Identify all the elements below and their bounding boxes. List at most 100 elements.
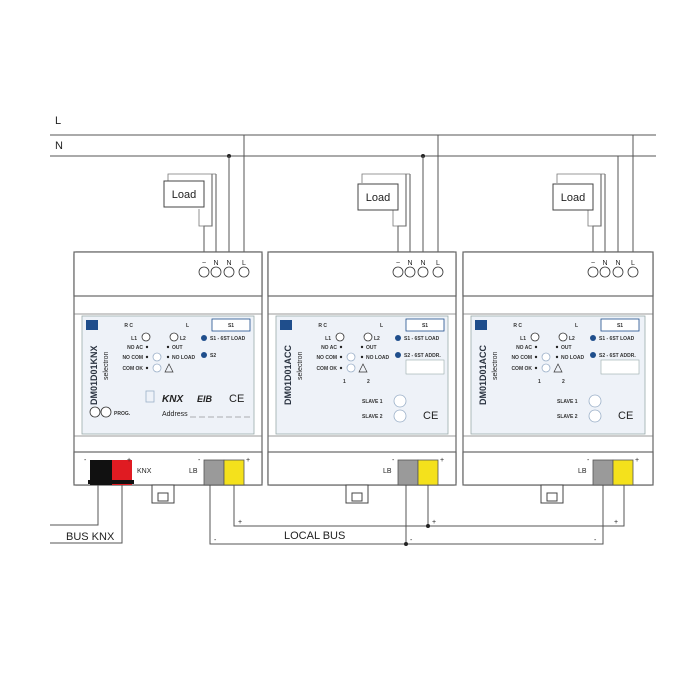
load-label-1: Load	[172, 189, 196, 201]
warning-icon	[553, 363, 563, 373]
terminal-label-3a: ~	[591, 260, 595, 267]
mains-lines: L N	[50, 115, 656, 158]
lb-connector-grey	[203, 459, 225, 486]
terminal-label-2c: N	[420, 260, 425, 267]
load-wire-top-1	[167, 173, 216, 183]
s2-info-box	[405, 359, 445, 375]
knx-terminal-label: KNX	[137, 468, 152, 475]
screw-terminal	[223, 266, 235, 278]
s1-selector	[405, 318, 445, 332]
terminal-label-1d: L	[242, 260, 246, 267]
svg-text:S2 - 6ST ADDR.: S2 - 6ST ADDR.	[404, 353, 441, 359]
lb-connector-yellow	[612, 459, 634, 486]
s1-knob-icon	[201, 335, 207, 341]
lb-terminal-label-3: LB	[578, 468, 587, 475]
s1-text: S1 - 6ST LOAD	[210, 336, 246, 342]
svg-text:+: +	[635, 457, 639, 464]
screw-terminal	[587, 266, 599, 278]
svg-text:2: 2	[367, 379, 370, 385]
svg-text:+: +	[238, 519, 242, 526]
line-n-label: N	[55, 140, 63, 152]
prog-button[interactable]	[100, 406, 112, 418]
screw-terminal	[392, 266, 404, 278]
drop-load-1	[203, 174, 213, 262]
s2-knob-icon	[201, 352, 207, 358]
ce-mark: CE	[618, 410, 633, 422]
load-wire-top-2	[361, 173, 410, 183]
svg-text:-: -	[392, 457, 395, 464]
lb-connector-yellow	[223, 459, 245, 486]
lb-connector-yellow	[417, 459, 439, 486]
lb-connector-grey	[592, 459, 614, 486]
drop-load-2	[397, 174, 407, 262]
svg-text:L2: L2	[374, 336, 380, 342]
local-bus-label: LOCAL BUS	[284, 530, 345, 542]
svg-text:S2 - 6ST ADDR.: S2 - 6ST ADDR.	[599, 353, 636, 359]
label-no-load: NO LOAD	[172, 355, 195, 361]
svg-text:NO COM: NO COM	[316, 355, 337, 361]
svg-text:R C: R C	[318, 323, 327, 329]
bus-knx-label: BUS KNX	[66, 531, 115, 543]
terminal-label-2b: N	[407, 260, 412, 267]
svg-text:L2: L2	[569, 336, 575, 342]
module-1-brand: selectron	[103, 351, 110, 380]
svg-text:+: +	[440, 457, 444, 464]
load-wire-top-3	[556, 173, 605, 183]
led-l1	[530, 332, 540, 342]
terminal-label-3b: N	[602, 260, 607, 267]
label-out: OUT	[172, 345, 183, 351]
load-boxes: Load Load Load	[163, 180, 594, 211]
svg-text:OUT: OUT	[561, 345, 572, 351]
led-l2	[169, 332, 179, 342]
load-box-3	[552, 183, 594, 211]
svg-text:L: L	[575, 323, 578, 329]
terminal-label-1b: N	[213, 260, 218, 267]
s2-label: S2	[210, 353, 216, 359]
warning-icon	[358, 363, 368, 373]
svg-text:-: -	[594, 537, 597, 544]
module-acc-1: ~ N N L DM01D01ACC selectron R C L L1 L2…	[267, 251, 457, 504]
brand-logo-icon	[86, 320, 98, 330]
label-rc: R C	[124, 323, 133, 329]
terminal-label-2a: ~	[396, 260, 400, 267]
terminal-label-1c: N	[226, 260, 231, 267]
screw-terminal	[627, 266, 639, 278]
screw-terminal	[198, 266, 210, 278]
svg-text:NO LOAD: NO LOAD	[561, 355, 584, 361]
local-bus-plus-wire	[233, 485, 625, 527]
knx-connector-black	[90, 460, 112, 485]
slave1-label: SLAVE 1	[557, 399, 578, 405]
label-l2: L2	[180, 336, 186, 342]
led-status	[541, 352, 551, 362]
svg-text:-: -	[198, 457, 201, 464]
drop-load-3	[592, 174, 602, 262]
led-l1	[335, 332, 345, 342]
svg-text:NO AC: NO AC	[516, 345, 532, 351]
s1-knob-icon	[590, 335, 596, 341]
svg-text:NO LOAD: NO LOAD	[366, 355, 389, 361]
led-l2	[558, 332, 568, 342]
svg-text:1: 1	[343, 379, 346, 385]
screw-terminal	[612, 266, 624, 278]
led-status	[541, 363, 551, 373]
label-l: L	[186, 323, 189, 329]
bus-knx-plus-wire	[50, 485, 123, 544]
module-3-front-panel	[470, 315, 646, 435]
knx-minus: -	[84, 457, 87, 464]
bus-knx-minus-wire	[50, 485, 99, 526]
knx-connector-red	[112, 460, 132, 485]
module-2-model: DM01D01ACC	[283, 344, 293, 405]
module-3-brand: selectron	[492, 351, 499, 380]
load-label-2: Load	[366, 192, 390, 204]
load-wire-bot-3	[587, 209, 601, 227]
mains-drops	[167, 135, 634, 262]
module-2-brand: selectron	[297, 351, 304, 380]
prog-label: PROG.	[114, 411, 131, 417]
svg-text:NO COM: NO COM	[511, 355, 532, 361]
svg-text:R C: R C	[513, 323, 522, 329]
load-wire-bot-2	[392, 209, 406, 227]
screw-terminal	[432, 266, 444, 278]
svg-text:OUT: OUT	[366, 345, 377, 351]
led-status	[346, 352, 356, 362]
knx-plus: +	[127, 457, 131, 464]
